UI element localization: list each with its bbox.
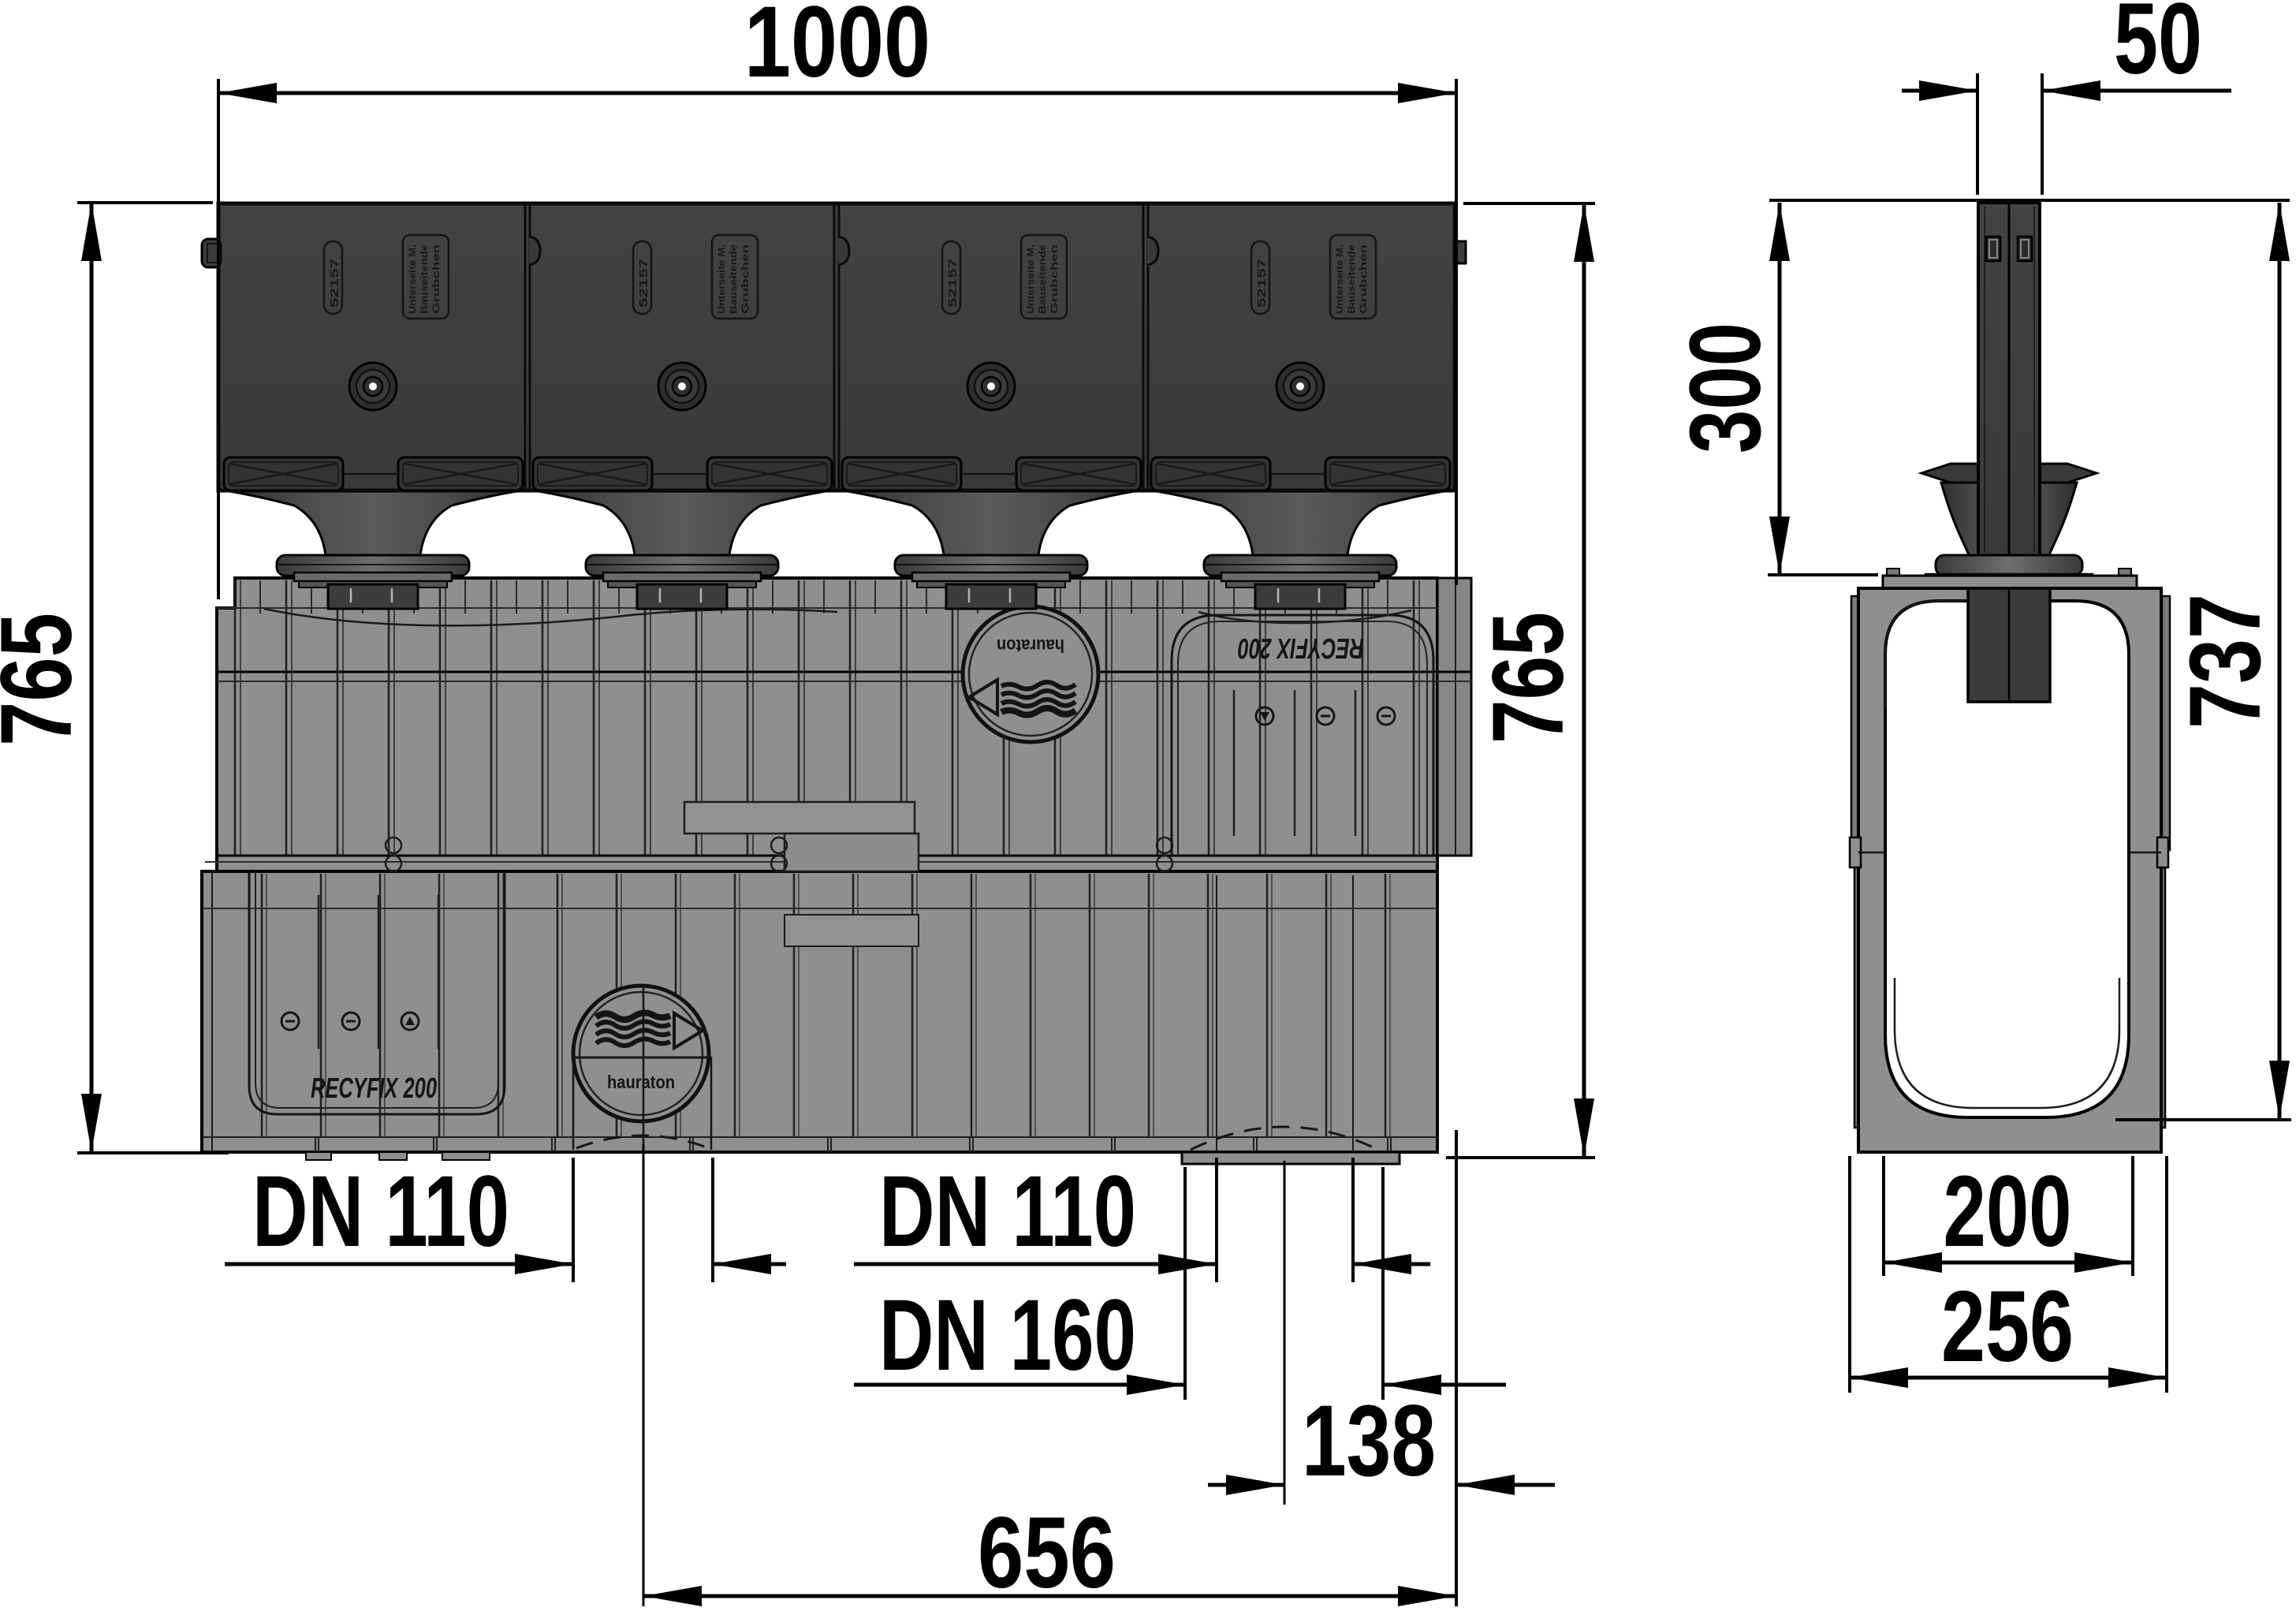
svg-text:DN 160: DN 160: [879, 1279, 1136, 1392]
svg-text:52157: 52157: [1255, 259, 1269, 308]
svg-text:hauraton: hauraton: [607, 1072, 675, 1092]
svg-text:Grubchen: Grubchen: [740, 244, 751, 314]
svg-text:52157: 52157: [637, 259, 650, 308]
svg-text:200: 200: [1944, 1155, 2072, 1268]
svg-text:Unterseite M.: Unterseite M.: [407, 244, 418, 314]
svg-text:256: 256: [1941, 1270, 2074, 1383]
svg-text:52157: 52157: [946, 259, 960, 308]
svg-text:Unterseite M.: Unterseite M.: [716, 244, 727, 314]
svg-text:138: 138: [1302, 1385, 1436, 1498]
svg-text:Bauseitende: Bauseitende: [419, 244, 430, 314]
svg-text:656: 656: [978, 1497, 1116, 1609]
svg-text:765: 765: [1472, 612, 1585, 744]
svg-text:Unterseite M.: Unterseite M.: [1025, 244, 1036, 314]
svg-text:DN 110: DN 110: [252, 1155, 509, 1268]
svg-text:1000: 1000: [744, 0, 930, 99]
svg-text:Grubchen: Grubchen: [430, 244, 442, 314]
svg-text:Bauseitende: Bauseitende: [1346, 244, 1357, 314]
svg-text:765: 765: [0, 613, 93, 746]
svg-text:300: 300: [1669, 323, 1782, 453]
svg-text:DN 110: DN 110: [879, 1155, 1136, 1268]
svg-text:50: 50: [2114, 0, 2202, 95]
svg-text:RECYFIX 200: RECYFIX 200: [311, 1072, 437, 1104]
svg-text:737: 737: [2169, 594, 2282, 729]
svg-text:hauraton: hauraton: [997, 636, 1064, 656]
svg-text:Grubchen: Grubchen: [1358, 244, 1369, 314]
svg-text:Bauseitende: Bauseitende: [1037, 244, 1048, 314]
svg-text:Unterseite M.: Unterseite M.: [1334, 244, 1345, 314]
svg-text:Bauseitende: Bauseitende: [728, 244, 739, 314]
svg-text:52157: 52157: [328, 259, 341, 308]
svg-text:RECYFIX 200: RECYFIX 200: [1238, 632, 1364, 665]
svg-text:Grubchen: Grubchen: [1049, 244, 1060, 314]
